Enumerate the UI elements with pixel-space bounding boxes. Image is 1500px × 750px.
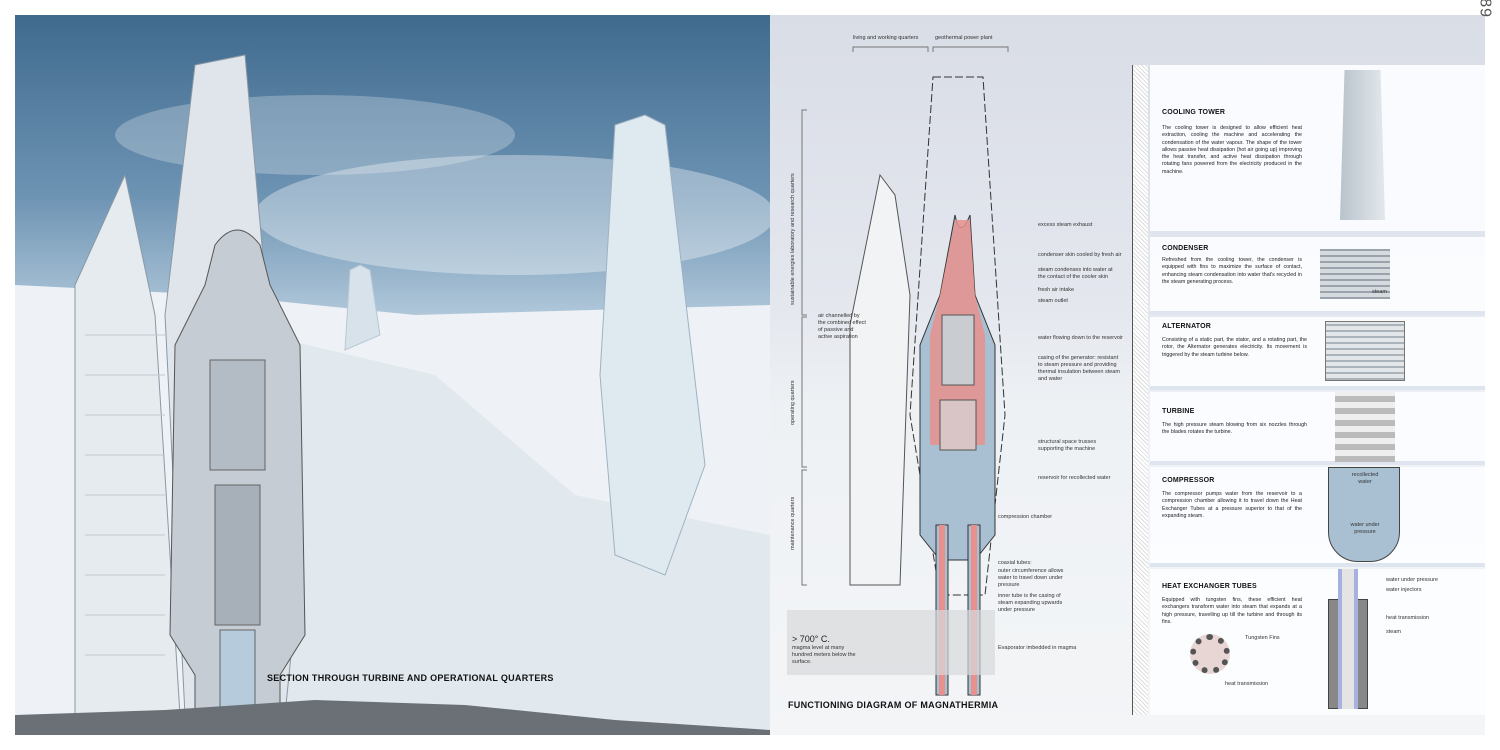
figure-label: Tungsten Fins xyxy=(1245,635,1280,641)
annotation: steam condenses into water at the contac… xyxy=(1038,267,1113,280)
figure-label: steam xyxy=(1386,629,1401,635)
tube-core xyxy=(1338,569,1358,709)
figure-label: steam xyxy=(1372,289,1387,295)
card-text: The compressor pumps water from the rese… xyxy=(1162,491,1302,519)
figure-label: heat transmission xyxy=(1225,681,1269,687)
air-note: air channelled by the combined effect of… xyxy=(818,313,866,340)
annotation: water flowing down to the reservoir xyxy=(1038,335,1123,341)
card-cooling-tower: COOLING TOWER The cooling tower is desig… xyxy=(1150,65,1485,235)
section-render-panel: SECTION THROUGH TURBINE AND OPERATIONAL … xyxy=(15,15,770,735)
side-bracket-label: sustainable energies laboratory and rese… xyxy=(790,173,796,305)
diagram-panel: living and working quarters geothermal p… xyxy=(770,15,1485,735)
annotation: outer circumference allows water to trav… xyxy=(998,568,1064,588)
figure-label: water injectors xyxy=(1386,587,1422,593)
card-title: COMPRESSOR xyxy=(1162,477,1215,484)
card-title: CONDENSER xyxy=(1162,245,1209,252)
figure-label: heat transmission xyxy=(1386,615,1430,621)
annotation: reservoir for recollected water xyxy=(1038,475,1111,481)
section-illustration xyxy=(15,54,770,735)
card-compressor: COMPRESSOR The compressor pumps water fr… xyxy=(1150,467,1485,567)
figure-label: water under pressure xyxy=(1386,577,1438,583)
magma-temperature: > 700° C. xyxy=(792,634,830,644)
annotation: excess steam exhaust xyxy=(1038,222,1093,228)
section-caption: SECTION THROUGH TURBINE AND OPERATIONAL … xyxy=(267,673,554,683)
card-condenser: CONDENSER Refreshed from the cooling tow… xyxy=(1150,237,1485,315)
card-turbine: TURBINE The high pressure steam blowing … xyxy=(1150,392,1485,465)
card-heat-exchanger-tubes: HEAT EXCHANGER TUBES Equipped with tungs… xyxy=(1150,569,1485,715)
alternator-figure xyxy=(1325,321,1405,381)
condenser-figure xyxy=(1320,249,1390,299)
card-title: ALTERNATOR xyxy=(1162,323,1212,330)
annotation: fresh air intake xyxy=(1038,287,1075,293)
turbine-figure xyxy=(1335,392,1395,462)
annotation: compression chamber xyxy=(998,514,1053,520)
annotation: structural space trusses supporting the … xyxy=(1038,439,1097,452)
diagram-caption: FUNCTIONING DIAGRAM OF MAGNATHERMIA xyxy=(788,700,999,710)
card-alternator: ALTERNATOR Consisting of a static part, … xyxy=(1150,317,1485,390)
magma-note: magma level at many hundred meters below… xyxy=(792,645,856,665)
page-number: 0689 xyxy=(1476,0,1494,18)
compressor-figure xyxy=(1328,467,1400,562)
card-text: The cooling tower is designed to allow e… xyxy=(1162,125,1302,175)
annotation: casing of the generator: resistant to st… xyxy=(1038,355,1120,382)
card-text: Consisting of a static part, the stator,… xyxy=(1162,337,1307,358)
annotation: Evaporator imbedded in magma xyxy=(998,645,1077,651)
card-title: TURBINE xyxy=(1162,408,1195,415)
annotation: condenser skin cooled by fresh air xyxy=(1038,252,1122,258)
functioning-diagram xyxy=(787,46,1009,696)
annotation: steam outlet xyxy=(1038,298,1068,304)
card-title: HEAT EXCHANGER TUBES xyxy=(1162,583,1257,590)
bracket-label: geothermal power plant xyxy=(935,35,993,41)
card-title: COOLING TOWER xyxy=(1162,109,1226,116)
bracket-label: living and working quarters xyxy=(853,35,919,41)
card-text: Equipped with tungsten fins, these effic… xyxy=(1162,597,1302,625)
side-bracket-label: operating quarters xyxy=(790,380,796,425)
cooling-tower-figure xyxy=(1340,70,1385,220)
card-text: The high pressure steam blowing from six… xyxy=(1162,422,1307,436)
fin-cross-section-figure xyxy=(1190,634,1230,674)
side-bracket-label: maintenance quarters xyxy=(790,496,796,550)
figure-label: recollected water xyxy=(1351,472,1379,485)
figure-label: water under pressure xyxy=(1350,522,1380,535)
zigzag-border xyxy=(1132,65,1148,715)
annotation: coaxial tubes: xyxy=(998,560,1032,566)
card-text: Refreshed from the cooling tower, the co… xyxy=(1162,257,1302,285)
annotation: inner tube is the casing of steam expand… xyxy=(998,593,1063,613)
